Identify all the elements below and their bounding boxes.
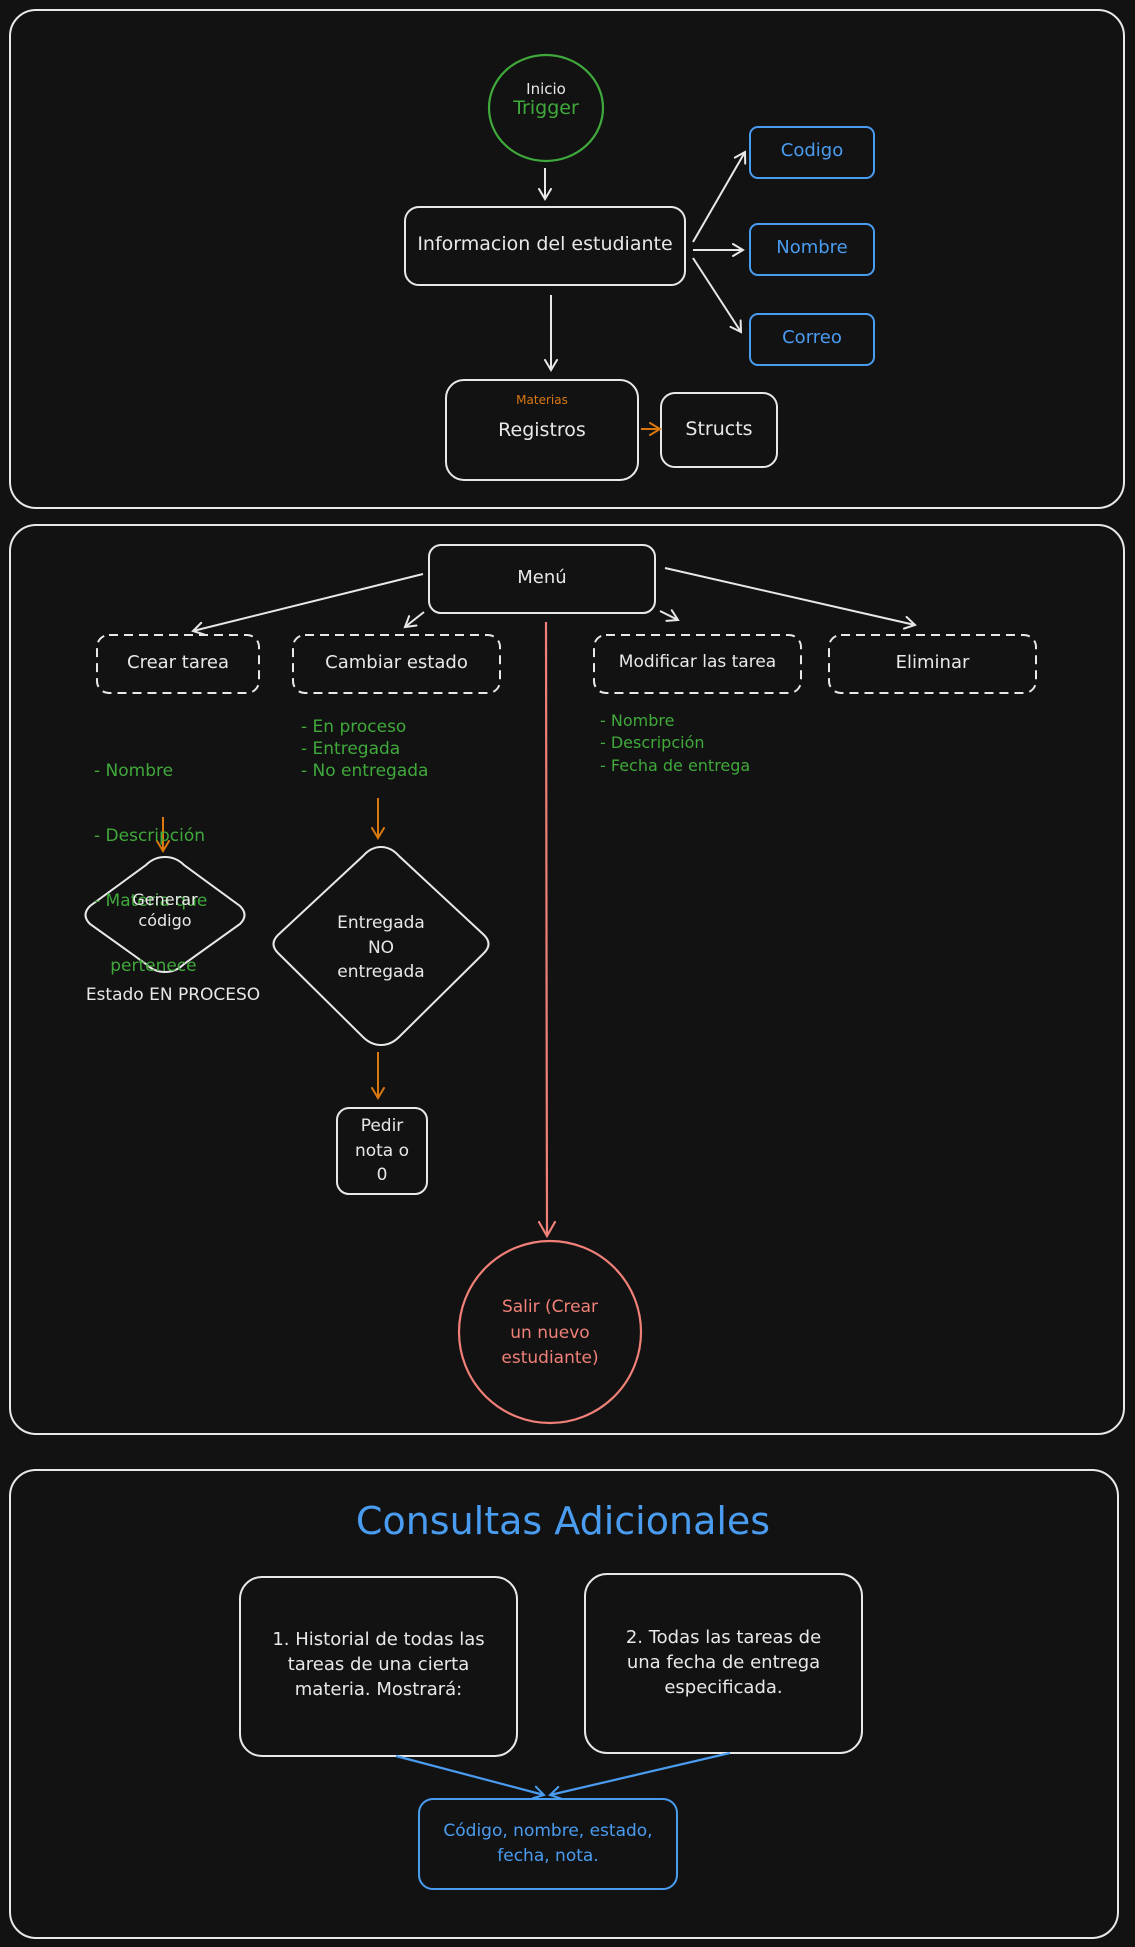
pedir-nota-box (336, 1107, 428, 1195)
section-2-frame (9, 524, 1125, 1435)
section-1-frame (9, 9, 1125, 509)
arrow-menu-to-eliminar (664, 567, 917, 630)
estado-en-proceso-label: Estado EN PROCESO (85, 985, 261, 1005)
cambiar-estado-box (292, 634, 501, 694)
codigo-box (749, 126, 875, 179)
modificar-label: Modificar las tarea (618, 652, 777, 672)
nombre-label: Nombre (776, 237, 848, 258)
modificar-items-list: - Nombre - Descripción - Fecha de entreg… (600, 710, 750, 777)
arrow-menu-to-salir (546, 621, 547, 1236)
arrow-menu-to-cambiar (403, 611, 425, 629)
crear-tarea-label: Crear tarea (127, 652, 229, 673)
codigo-label: Codigo (780, 140, 844, 161)
query-1-label: 1. Historial de todas las tareas de una … (272, 1629, 485, 1701)
start-label: Inicio (526, 80, 566, 98)
list-item: - Nombre (600, 711, 675, 730)
modificar-box (593, 634, 802, 694)
result-box (418, 1798, 678, 1890)
cambiar-estado-label: Cambiar estado (325, 652, 468, 673)
query-2-label: 2. Todas las tareas de una fecha de entr… (625, 1627, 822, 1699)
eliminar-box (828, 634, 1037, 694)
nombre-box (749, 223, 875, 276)
registros-box (445, 379, 639, 481)
query-1-box (239, 1576, 518, 1757)
query-2-box (584, 1573, 863, 1754)
list-item: - Fecha de entrega (600, 755, 751, 775)
crear-items-list: - Nombre - Descripción - Materia que per… (94, 717, 207, 1000)
list-item: - Descripción (94, 825, 206, 846)
menu-box (428, 544, 656, 614)
eliminar-label: Eliminar (895, 652, 970, 673)
list-item: - Nombre (94, 760, 174, 781)
arrow-query1-to-result (395, 1754, 546, 1800)
pedir-nota-label: Pedir nota o 0 (354, 1116, 410, 1186)
correo-box (749, 313, 875, 366)
result-label: Código, nombre, estado, fecha, nota. (443, 1821, 653, 1866)
list-item: - En proceso (301, 717, 407, 737)
menu-label: Menú (517, 567, 567, 588)
salir-circle (457, 1239, 643, 1425)
student-info-box (404, 206, 686, 286)
correo-label: Correo (782, 327, 842, 348)
arrow-menu-to-modificar (659, 609, 680, 622)
list-item: - Descripción (600, 733, 705, 753)
registros-tag: Materias (516, 393, 568, 407)
cambiar-items-list: - En proceso - Entregada - No entregada (301, 717, 428, 782)
crear-tarea-box (96, 634, 260, 694)
section-3-frame (9, 1469, 1119, 1939)
list-item: - No entregada (301, 760, 429, 781)
arrow-info-to-codigo (692, 150, 747, 243)
generar-codigo-diamond (84, 855, 246, 974)
salir-label: Salir (Crear un nuevo estudiante) (501, 1297, 599, 1368)
entregada-decision-label: Entregada NO entregada (337, 913, 425, 983)
student-info-label: Informacion del estudiante (417, 233, 673, 255)
list-item: pertenece (94, 956, 197, 977)
entregada-diamond (272, 845, 490, 1047)
structs-label: Structs (685, 418, 753, 440)
list-item: - Materia que (94, 891, 208, 911)
registros-label: Registros (498, 419, 586, 441)
start-circle (487, 53, 605, 163)
list-item: - Entregada (301, 738, 401, 759)
arrow-query2-to-result (548, 1751, 731, 1800)
start-sub-label: Trigger (513, 97, 579, 119)
arrow-info-to-correo (692, 257, 743, 334)
arrow-menu-to-crear (191, 573, 424, 636)
generar-codigo-label: Generar código (132, 890, 198, 930)
consultas-title: Consultas Adicionales (355, 1499, 771, 1543)
